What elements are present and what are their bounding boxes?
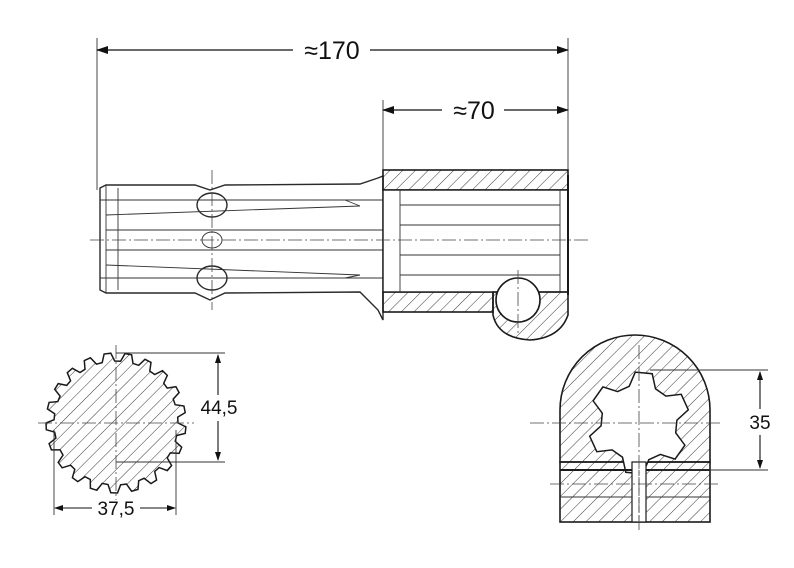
dimension-shaft-minor-diameter: 37,5 bbox=[98, 499, 135, 520]
side-view: ≈170 ≈70 bbox=[90, 37, 590, 341]
dimension-bore-diameter: 35 bbox=[749, 413, 770, 434]
dimension-overall-length: ≈170 bbox=[304, 37, 359, 65]
dimension-sleeve-length: ≈70 bbox=[453, 97, 495, 125]
shaft-cross-section: 44,5 37,5 bbox=[38, 345, 240, 520]
sleeve-cross-section: 35 bbox=[530, 334, 777, 530]
dimension-shaft-major-diameter: 44,5 bbox=[201, 398, 238, 419]
